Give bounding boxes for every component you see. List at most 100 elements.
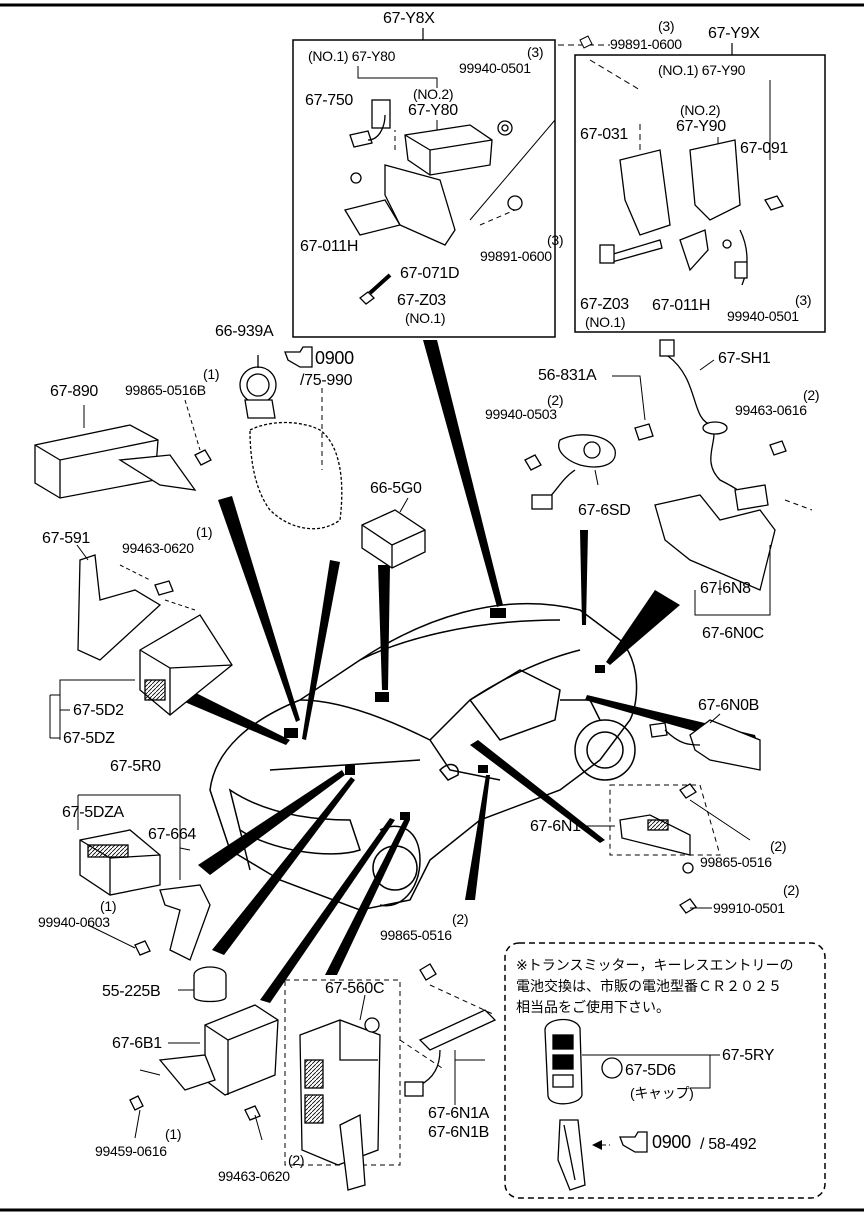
label-99865-0516a-qty: (2): [770, 838, 787, 854]
label-top-99891-0600: 99891-0600: [610, 36, 682, 52]
label-67-y8x: 67-Y8X: [383, 10, 435, 27]
label-99940-0503: 99940-0503: [485, 406, 557, 422]
label-67-750: 67-750: [305, 92, 354, 109]
y9x-unit-drawing: [599, 139, 784, 286]
label-y8x-99891-0600: 99891-0600: [480, 248, 552, 264]
module-6n0b-drawing: [649, 719, 761, 771]
label-67-6sd: 67-6SD: [578, 502, 631, 519]
module-890-drawing: [34, 424, 212, 499]
note-line-3: 相当品をご使用下さい。: [516, 999, 670, 1015]
label-66-5g0: 66-5G0: [370, 480, 422, 497]
label-67-890: 67-890: [50, 383, 99, 400]
label-99463-0616: 99463-0616: [735, 402, 807, 418]
label-ref-75-990: /75-990: [300, 372, 353, 389]
hand-pointer-icon: [284, 346, 313, 368]
label-99910-0501-qty: (2): [783, 882, 800, 898]
note-line-1: ※トランスミッター，キーレスエントリーの: [516, 957, 794, 973]
label-99459-0616: 99459-0616: [95, 1143, 167, 1159]
label-67-560c: 67-560C: [325, 980, 385, 997]
car-mounted-parts: [284, 608, 605, 820]
y8x-unit-drawing: [343, 99, 523, 305]
label-top-99891-qty: (3): [658, 18, 675, 34]
label-56-831a: 56-831A: [538, 367, 597, 384]
box-y9x: [574, 54, 826, 333]
label-67-6n1a: 67-6N1A: [428, 1105, 490, 1122]
label-y9x-99940-qty: (3): [795, 292, 812, 308]
label-99865-0516b: 99865-0516B: [125, 382, 206, 398]
label-y8x-no2: (NO.2): [413, 86, 454, 102]
label-y9x-no1-y90: (NO.1) 67-Y90: [658, 62, 746, 78]
label-67-591: 67-591: [42, 530, 91, 547]
label-99910-0501: 99910-0501: [713, 900, 785, 916]
label-67-5dz: 67-5DZ: [63, 730, 115, 747]
label-67-6n1: 67-6N1: [530, 818, 581, 835]
label-y9x-67-z03: 67-Z03: [580, 296, 629, 313]
label-y8x-no1-y80: (NO.1) 67-Y80: [308, 48, 396, 64]
module-5dza-drawing: [79, 829, 211, 961]
label-66-939a: 66-939A: [215, 323, 274, 340]
harness-sh1-drawing: [654, 339, 787, 591]
label-ref-0900b: 0900: [652, 1132, 691, 1152]
module-560c-drawing: [299, 963, 497, 1191]
label-67-y9x: 67-Y9X: [708, 25, 760, 42]
label-67-6n0b: 67-6N0B: [698, 697, 760, 714]
battery-note: ※トランスミッター，キーレスエントリーの 電池交換は、市販の電池型番ＣＲ２０２５…: [516, 955, 816, 1018]
label-67-5dza: 67-5DZA: [62, 804, 124, 821]
sensor-939a-drawing: [239, 355, 343, 530]
bracket-6n1-drawing: [619, 783, 697, 914]
key-fob-drawing: [544, 1018, 623, 1191]
label-y8x-z03-no1: (NO.1): [405, 310, 446, 326]
label-67-5ry: 67-5RY: [722, 1047, 775, 1064]
label-y9x-67-011h: 67-011H: [652, 297, 711, 314]
label-67-664: 67-664: [148, 826, 197, 843]
module-6b1-drawing: [129, 1004, 279, 1121]
sensor-6sd-drawing: [524, 423, 654, 510]
label-99463-0620b: 99463-0620: [218, 1168, 290, 1184]
label-99940-0603: 99940-0603: [38, 914, 110, 930]
module-5d2-drawing: [77, 554, 233, 716]
callout-wedges: [180, 340, 760, 1003]
label-99463-0620a: 99463-0620: [122, 540, 194, 556]
label-y8x-qty-3: (3): [527, 44, 544, 60]
note-box: [504, 942, 826, 1199]
hand-pointer-icon: [619, 1131, 648, 1153]
label-y8x-67-y80: 67-Y80: [408, 102, 458, 119]
label-99865-0516b2: 99865-0516: [380, 927, 452, 943]
label-67-sh1: 67-SH1: [718, 350, 771, 367]
label-67-031: 67-031: [580, 126, 629, 143]
label-y8x-99940-0501: 99940-0501: [459, 60, 531, 76]
label-67-071d: 67-071D: [400, 265, 460, 282]
label-99940-0503-qty: (2): [547, 392, 564, 408]
label-67-6n8: 67-6N8: [700, 580, 751, 597]
label-y8x-67-z03: 67-Z03: [397, 292, 446, 309]
module-5g0-drawing: [361, 509, 426, 569]
label-ref-58-492: / 58-492: [700, 1136, 757, 1153]
label-y9x-67-y90: 67-Y90: [676, 118, 726, 135]
label-5d6-cap: (キャップ): [630, 1085, 694, 1101]
label-99463-0620b-qty: (2): [288, 1152, 305, 1168]
label-67-6n1b: 67-6N1B: [428, 1124, 490, 1141]
cap-225b-drawing: [193, 966, 227, 1003]
label-y9x-no2: (NO.2): [680, 102, 721, 118]
label-55-225b: 55-225B: [102, 983, 161, 1000]
label-99865-0516b-qty2: (2): [452, 911, 469, 927]
label-y8x-99891-qty: (3): [547, 232, 564, 248]
label-ref-0900: 0900: [315, 348, 354, 368]
label-67-6n0c: 67-6N0C: [702, 625, 764, 642]
label-67-091: 67-091: [740, 140, 789, 157]
label-67-5d2: 67-5D2: [73, 702, 124, 719]
label-99463-0616-qty: (2): [803, 387, 820, 403]
label-67-5r0: 67-5R0: [110, 758, 161, 775]
label-67-6b1: 67-6B1: [112, 1035, 162, 1052]
label-y9x-z03-no1: (NO.1): [585, 314, 626, 330]
label-99865-0516b-qty: (1): [203, 366, 220, 382]
label-99865-0516a: 99865-0516: [700, 854, 772, 870]
note-line-2: 電池交換は、市販の電池型番ＣＲ２０２５: [516, 978, 782, 994]
label-y9x-99940-0501: 99940-0501: [727, 308, 799, 324]
label-99459-0616-qty: (1): [165, 1126, 182, 1142]
box-y8x: [292, 39, 556, 338]
label-67-5d6: 67-5D6: [625, 1062, 676, 1079]
label-99463-0620a-qty: (1): [196, 524, 213, 540]
label-y8x-67-011h: 67-011H: [300, 238, 359, 255]
